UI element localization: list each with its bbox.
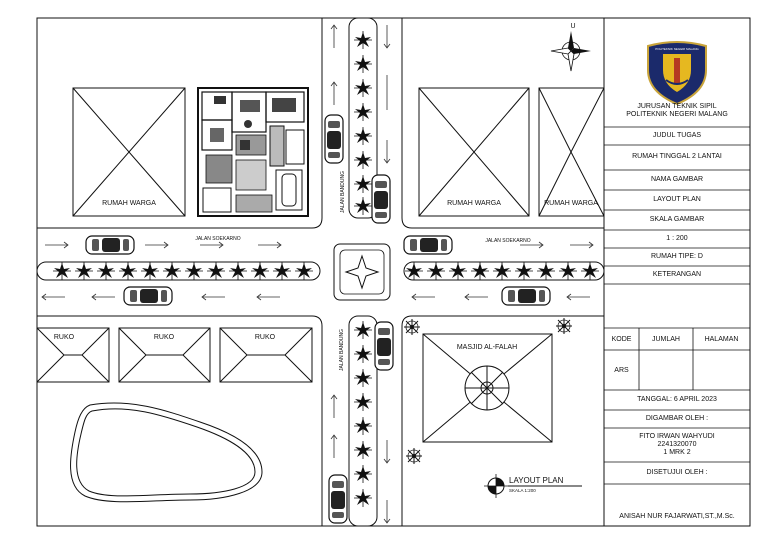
- street-label-east: JALAN SOEKARNO: [485, 238, 530, 244]
- street-label-west: JALAN SOEKARNO: [195, 236, 240, 242]
- ruko-label-3: RUKO: [255, 334, 276, 341]
- rumah-warga-label-1: RUMAH WARGA: [102, 200, 156, 207]
- rumah-tipe: RUMAH TIPE: D: [651, 252, 703, 260]
- nama-gambar-label: NAMA GAMBAR: [650, 175, 704, 183]
- drafter-info: FITO IRWAN WAHYUDI 2241320070 1 MRK 2: [604, 428, 750, 462]
- median-palms-south: [353, 320, 373, 508]
- ruko-1: [36, 327, 110, 383]
- rumah-warga-3: [538, 87, 605, 217]
- rumah-warga-label-3: RUMAH WARGA: [544, 200, 598, 207]
- cars: [85, 114, 551, 524]
- median-palms-east: [404, 261, 600, 281]
- school-name: POLITEKNIK NEGERI MALANG: [626, 111, 728, 118]
- rumah-warga-label-2: RUMAH WARGA: [447, 200, 501, 207]
- kode-value: ARS: [614, 366, 629, 374]
- title-block-grid: [604, 126, 750, 485]
- drafter-class: 1 MRK 2: [663, 449, 691, 457]
- approver-name: ANISAH NUR FAJARWATI,ST.,M.Sc.: [619, 512, 735, 520]
- roundabout: [333, 243, 391, 301]
- street-label-south: JALAN BANDUNG: [339, 329, 345, 371]
- judul-tugas-label: JUDUL TUGAS: [652, 131, 702, 139]
- north-arrow-icon: [550, 31, 591, 72]
- median-palms-north: [353, 30, 373, 216]
- drafter-name: FITO IRWAN WAHYUDI: [639, 432, 715, 440]
- pond: [70, 402, 263, 503]
- judul-tugas-value: RUMAH TINGGAL 2 LANTAI: [632, 153, 722, 161]
- layout-title: LAYOUT PLAN: [509, 476, 564, 485]
- logo-text: POLITEKNIK NEGERI MALANG: [655, 47, 699, 51]
- north-label: U: [570, 23, 575, 30]
- nama-gambar-value: LAYOUT PLAN: [653, 195, 701, 203]
- institution-logo: [647, 41, 707, 106]
- keterangan-label: KETERANGAN: [652, 270, 702, 278]
- layout-scale: SKALA 1:200: [509, 488, 536, 493]
- masjid-al-falah: [422, 333, 553, 443]
- house-floor-plan: [197, 87, 309, 217]
- rumah-warga-2: [418, 87, 530, 217]
- disetujui-label: DISETUJUI OLEH :: [646, 468, 708, 476]
- ruko-label-1: RUKO: [54, 334, 75, 341]
- kode-label: KODE: [611, 335, 632, 343]
- ruko-label-2: RUKO: [154, 334, 175, 341]
- institution-name: JURUSAN TEKNIK SIPIL POLITEKNIK NEGERI M…: [604, 96, 750, 126]
- masjid-label: MASJID AL-FALAH: [457, 344, 517, 351]
- digambar-label: DIGAMBAR OLEH :: [645, 414, 709, 422]
- drafter-nim: 2241320070: [657, 440, 697, 448]
- ruko-2: [118, 327, 211, 383]
- street-label-north: JALAN BANDUNG: [340, 171, 346, 213]
- traffic-arrows: [41, 24, 594, 524]
- rumah-warga-1: [72, 87, 186, 217]
- department-name: JURUSAN TEKNIK SIPIL: [637, 102, 717, 110]
- median-palms-west: [52, 261, 314, 281]
- medians: [36, 17, 605, 527]
- halaman-label: HALAMAN: [704, 335, 739, 343]
- skala-gambar-value: 1 : 200: [666, 234, 688, 242]
- tanggal: TANGGAL: 6 APRIL 2023: [637, 395, 717, 403]
- layout-title-mark-icon: [484, 474, 582, 498]
- skala-gambar-label: SKALA GAMBAR: [649, 215, 705, 223]
- ruko-3: [219, 327, 313, 383]
- jumlah-label: JUMLAH: [651, 335, 680, 343]
- road-edges: [37, 18, 604, 526]
